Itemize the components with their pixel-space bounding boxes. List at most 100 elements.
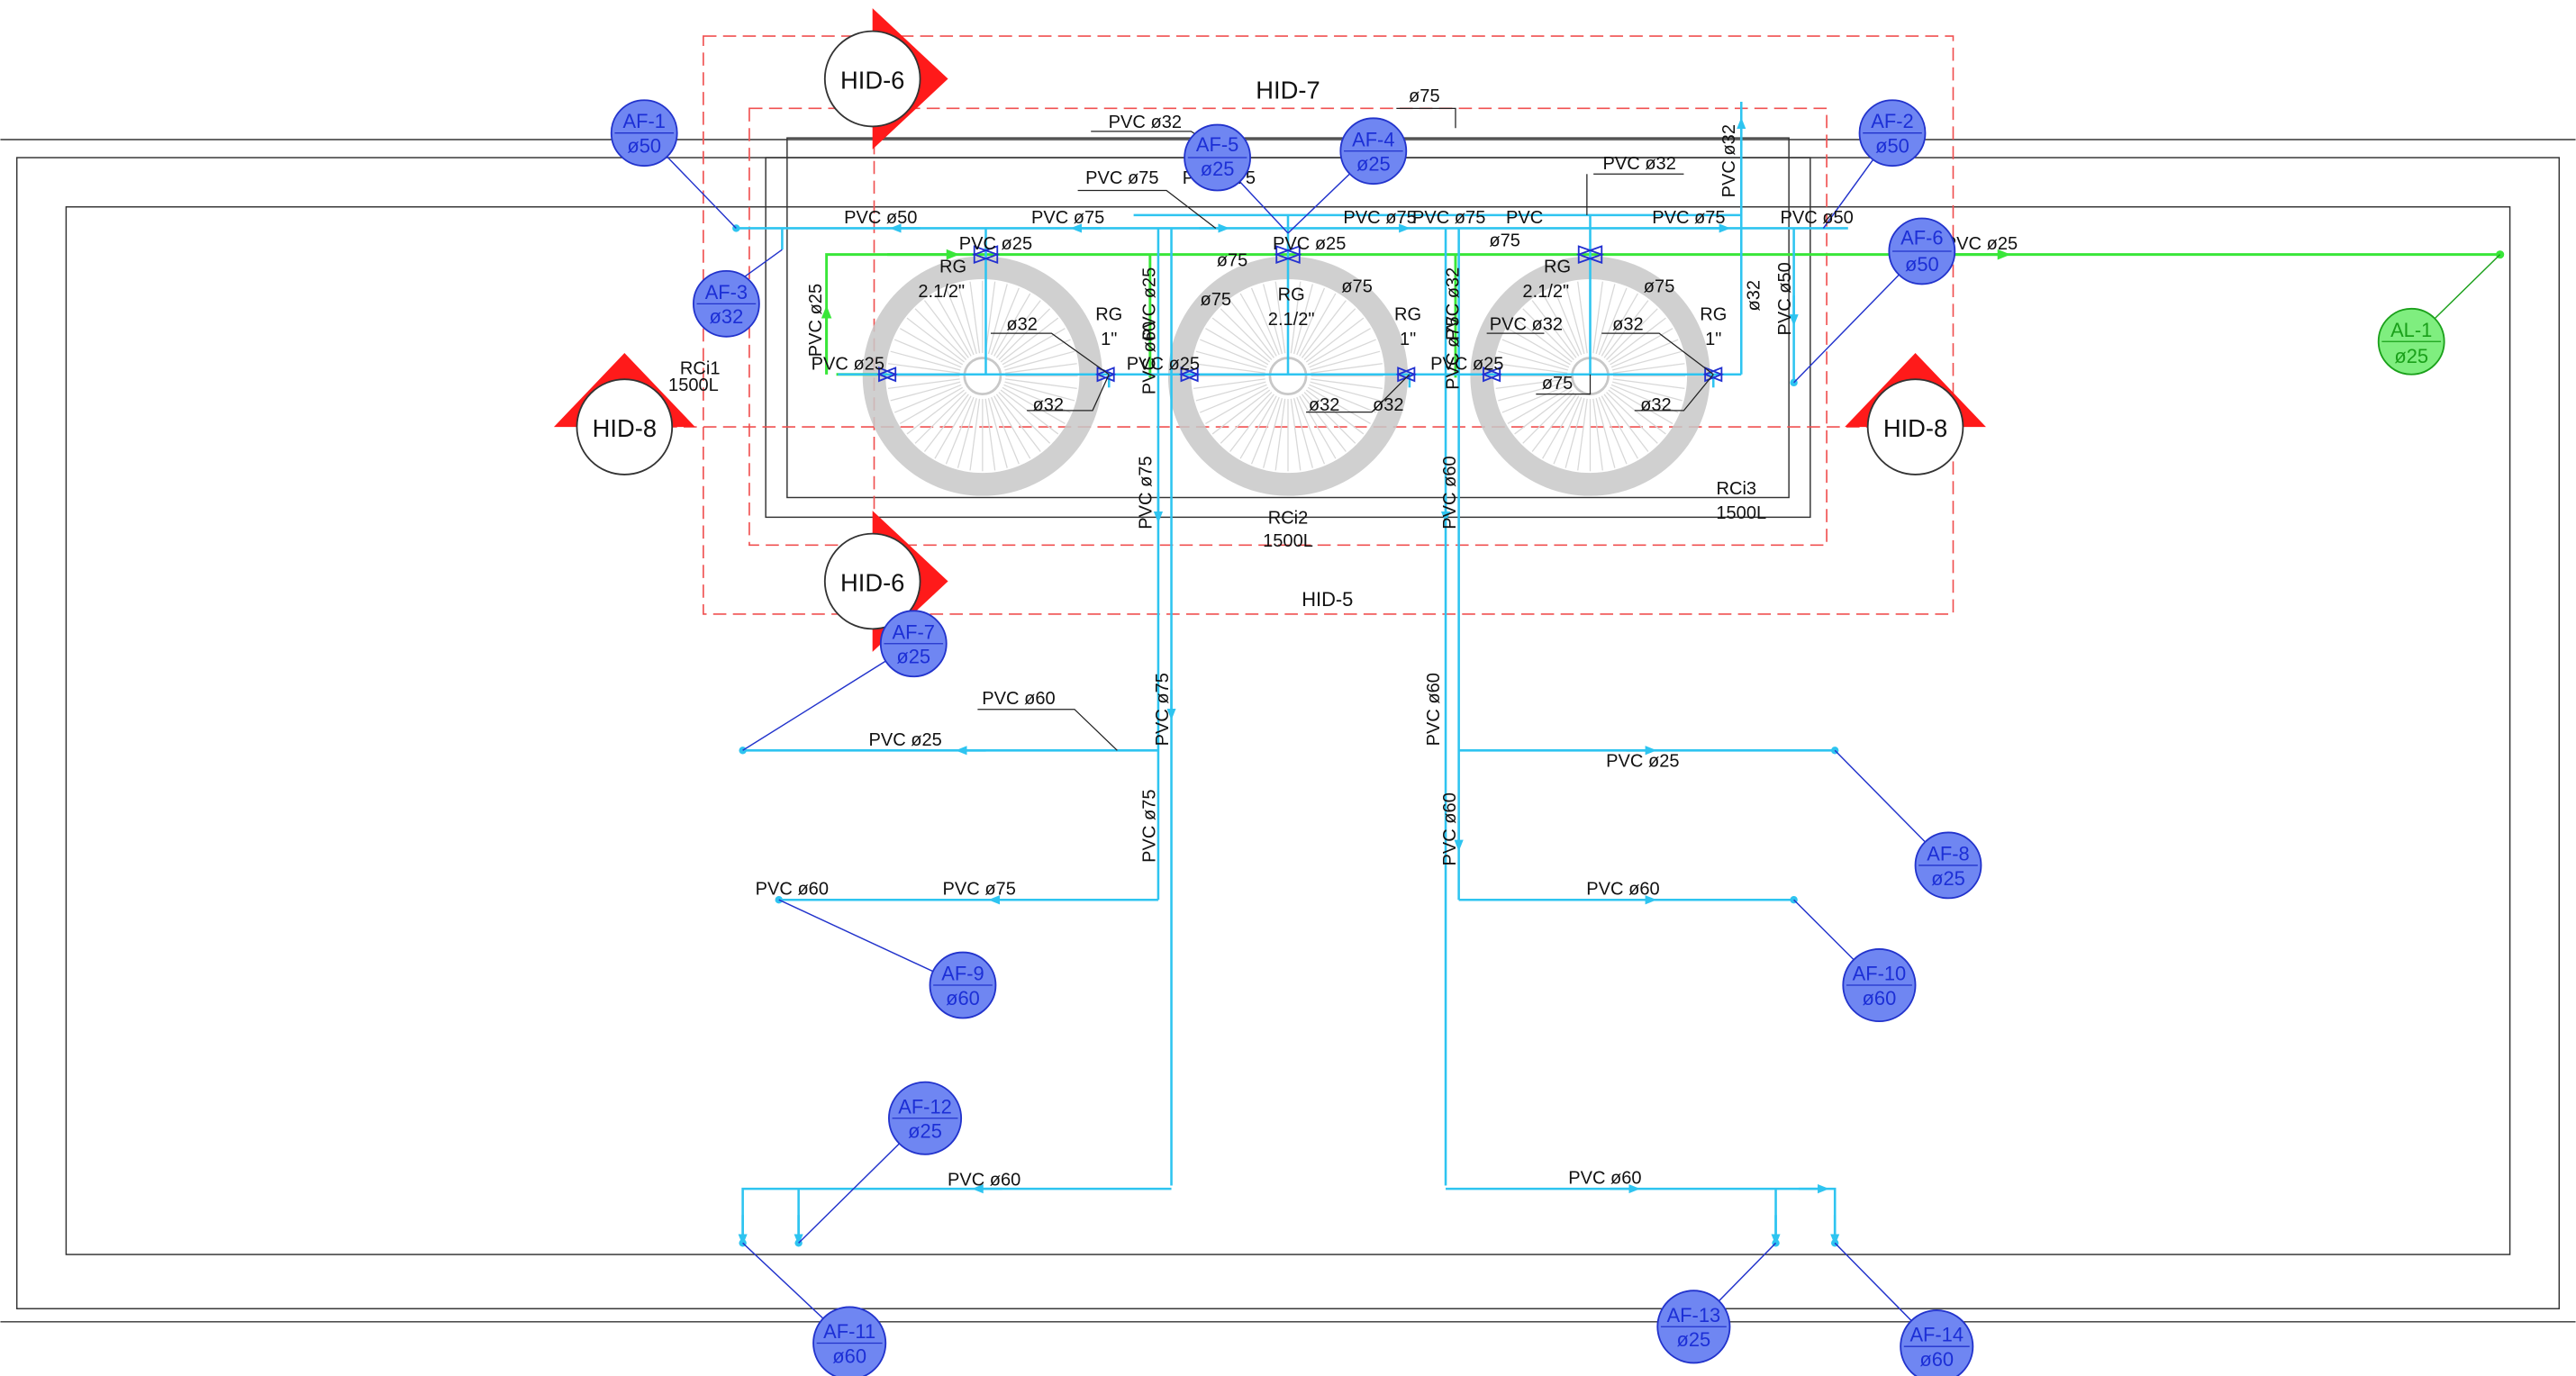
- svg-text:PVC ø50: PVC ø50: [1780, 208, 1853, 228]
- tank-hatch-line: [1200, 384, 1267, 413]
- valve-icon: [1179, 367, 1201, 383]
- tank-hatch-line: [1000, 389, 1059, 435]
- tank-hatch-line: [899, 386, 964, 424]
- svg-text:PVC ø75: PVC ø75: [1412, 208, 1485, 228]
- tank-hatch-line: [1250, 396, 1280, 465]
- svg-text:PVC ø75: PVC ø75: [1652, 208, 1725, 228]
- tank-name-rci2: RCi2: [1268, 509, 1309, 529]
- tank-hatch-line: [1498, 381, 1569, 402]
- tank-hatch-line: [1307, 328, 1371, 366]
- svg-text:AF-4: AF-4: [1352, 128, 1394, 150]
- tank-hatch-line: [1205, 328, 1269, 366]
- section-mark-hid8-left: HID-8: [553, 353, 695, 475]
- tank-hatch-line: [1305, 317, 1365, 363]
- annotation-leaders: [977, 107, 1714, 751]
- tank-hatch-line: [893, 384, 962, 413]
- tank-hatch-line: [1514, 389, 1573, 435]
- svg-text:PVC ø25: PVC ø25: [868, 730, 941, 750]
- svg-text:PVC ø50: PVC ø50: [844, 208, 917, 228]
- svg-text:ø32: ø32: [1309, 395, 1340, 415]
- tank-hatch-line: [1002, 328, 1066, 366]
- svg-text:ø50: ø50: [1875, 135, 1909, 158]
- svg-text:PVC ø32: PVC ø32: [1603, 154, 1676, 174]
- svg-text:AL-1: AL-1: [2390, 319, 2432, 341]
- svg-text:PVC ø60: PVC ø60: [982, 689, 1055, 709]
- tank-hatch-line: [1274, 398, 1286, 471]
- tank-hatch-line: [906, 317, 965, 363]
- tank-hatch-line: [1603, 300, 1649, 358]
- tank-hatch-line: [1608, 317, 1666, 363]
- tank-hatch-line: [1601, 395, 1638, 459]
- building-outlines: [0, 137, 2576, 1323]
- tank-hatch-line: [1514, 317, 1573, 363]
- tank-hatch-line: [969, 281, 981, 354]
- tank-hatch-line: [1307, 386, 1371, 424]
- tank-hatch-line: [993, 395, 1031, 459]
- svg-text:PVC ø25: PVC ø25: [1127, 354, 1200, 374]
- tank-hatch-line: [945, 287, 975, 356]
- tank-hatch-line: [1507, 328, 1571, 366]
- svg-text:ø75: ø75: [1217, 250, 1248, 270]
- tank-hatching: [887, 280, 1686, 472]
- svg-text:AF-13: AF-13: [1667, 1304, 1721, 1326]
- tank-hatch-line: [1598, 396, 1628, 465]
- tank-hatch-line: [1220, 392, 1273, 444]
- svg-text:RG: RG: [939, 258, 966, 277]
- section-mark-hid8-right: HID-8: [1845, 353, 1986, 475]
- tank-hatch-line: [914, 308, 967, 360]
- zone-labels: HID-7 HID-5 RCi1 1500L RCi2 1500L RCi3 1…: [668, 76, 1766, 610]
- tank-hatch-line: [1595, 398, 1616, 468]
- tank-hatch-line: [923, 300, 969, 358]
- valve-icon: [1095, 367, 1117, 383]
- svg-text:ø25: ø25: [1356, 153, 1391, 176]
- tank-hatch-line: [1501, 384, 1570, 413]
- tank-hatch-line: [1522, 392, 1574, 444]
- svg-text:PVC ø25: PVC ø25: [1945, 234, 2018, 254]
- tank-hatch-line: [1577, 398, 1588, 471]
- svg-text:PVC ø75: PVC ø75: [1031, 208, 1104, 228]
- tank-hatch-line: [1531, 394, 1577, 452]
- flow-arrows: [738, 117, 1840, 1246]
- valve-icon: [1481, 367, 1502, 383]
- svg-text:PVC ø75: PVC ø75: [1139, 789, 1159, 862]
- zone-hid-5: [703, 35, 1955, 615]
- tank-hatch-line: [1220, 308, 1273, 360]
- svg-text:1": 1": [1705, 330, 1721, 349]
- tank-hatch-line: [1598, 287, 1628, 356]
- tank-hatch-line: [1310, 381, 1381, 402]
- svg-text:PVC: PVC: [1506, 208, 1543, 228]
- tank-hatch-line: [1610, 339, 1679, 368]
- tank-hatch-line: [1303, 392, 1356, 444]
- svg-text:RG: RG: [1544, 258, 1571, 277]
- tank-hatch-line: [923, 394, 969, 452]
- tank-hatch-line: [1195, 381, 1266, 402]
- tank-hatch-line: [1004, 381, 1075, 402]
- tank-hatch-line: [1299, 395, 1337, 459]
- tank-hatch-line: [1522, 308, 1574, 360]
- svg-text:PVC ø75: PVC ø75: [1085, 168, 1158, 188]
- section-mark-hid6-top: HID-6: [823, 8, 948, 149]
- svg-text:AF-5: AF-5: [1196, 133, 1238, 156]
- valve-icon: [1702, 367, 1724, 383]
- tank-hatch-line: [957, 284, 977, 355]
- tank-hatch-line: [1608, 389, 1666, 435]
- tank-hatch-line: [991, 287, 1020, 356]
- svg-text:PVC ø32: PVC ø32: [1719, 124, 1739, 197]
- tank-hatch-line: [1274, 281, 1286, 354]
- tank-capacity-rci1: 1500L: [668, 376, 719, 395]
- tank-hatch-line: [993, 293, 1031, 357]
- tank-hatch-line: [934, 293, 972, 357]
- tank-hatch-line: [987, 398, 1008, 468]
- svg-text:ø32: ø32: [1640, 395, 1672, 415]
- tank-hatch-line: [987, 284, 1008, 355]
- tank-hatch-line: [991, 396, 1020, 465]
- tank-hatch-line: [1296, 396, 1326, 465]
- tank-hatch-line: [969, 398, 981, 471]
